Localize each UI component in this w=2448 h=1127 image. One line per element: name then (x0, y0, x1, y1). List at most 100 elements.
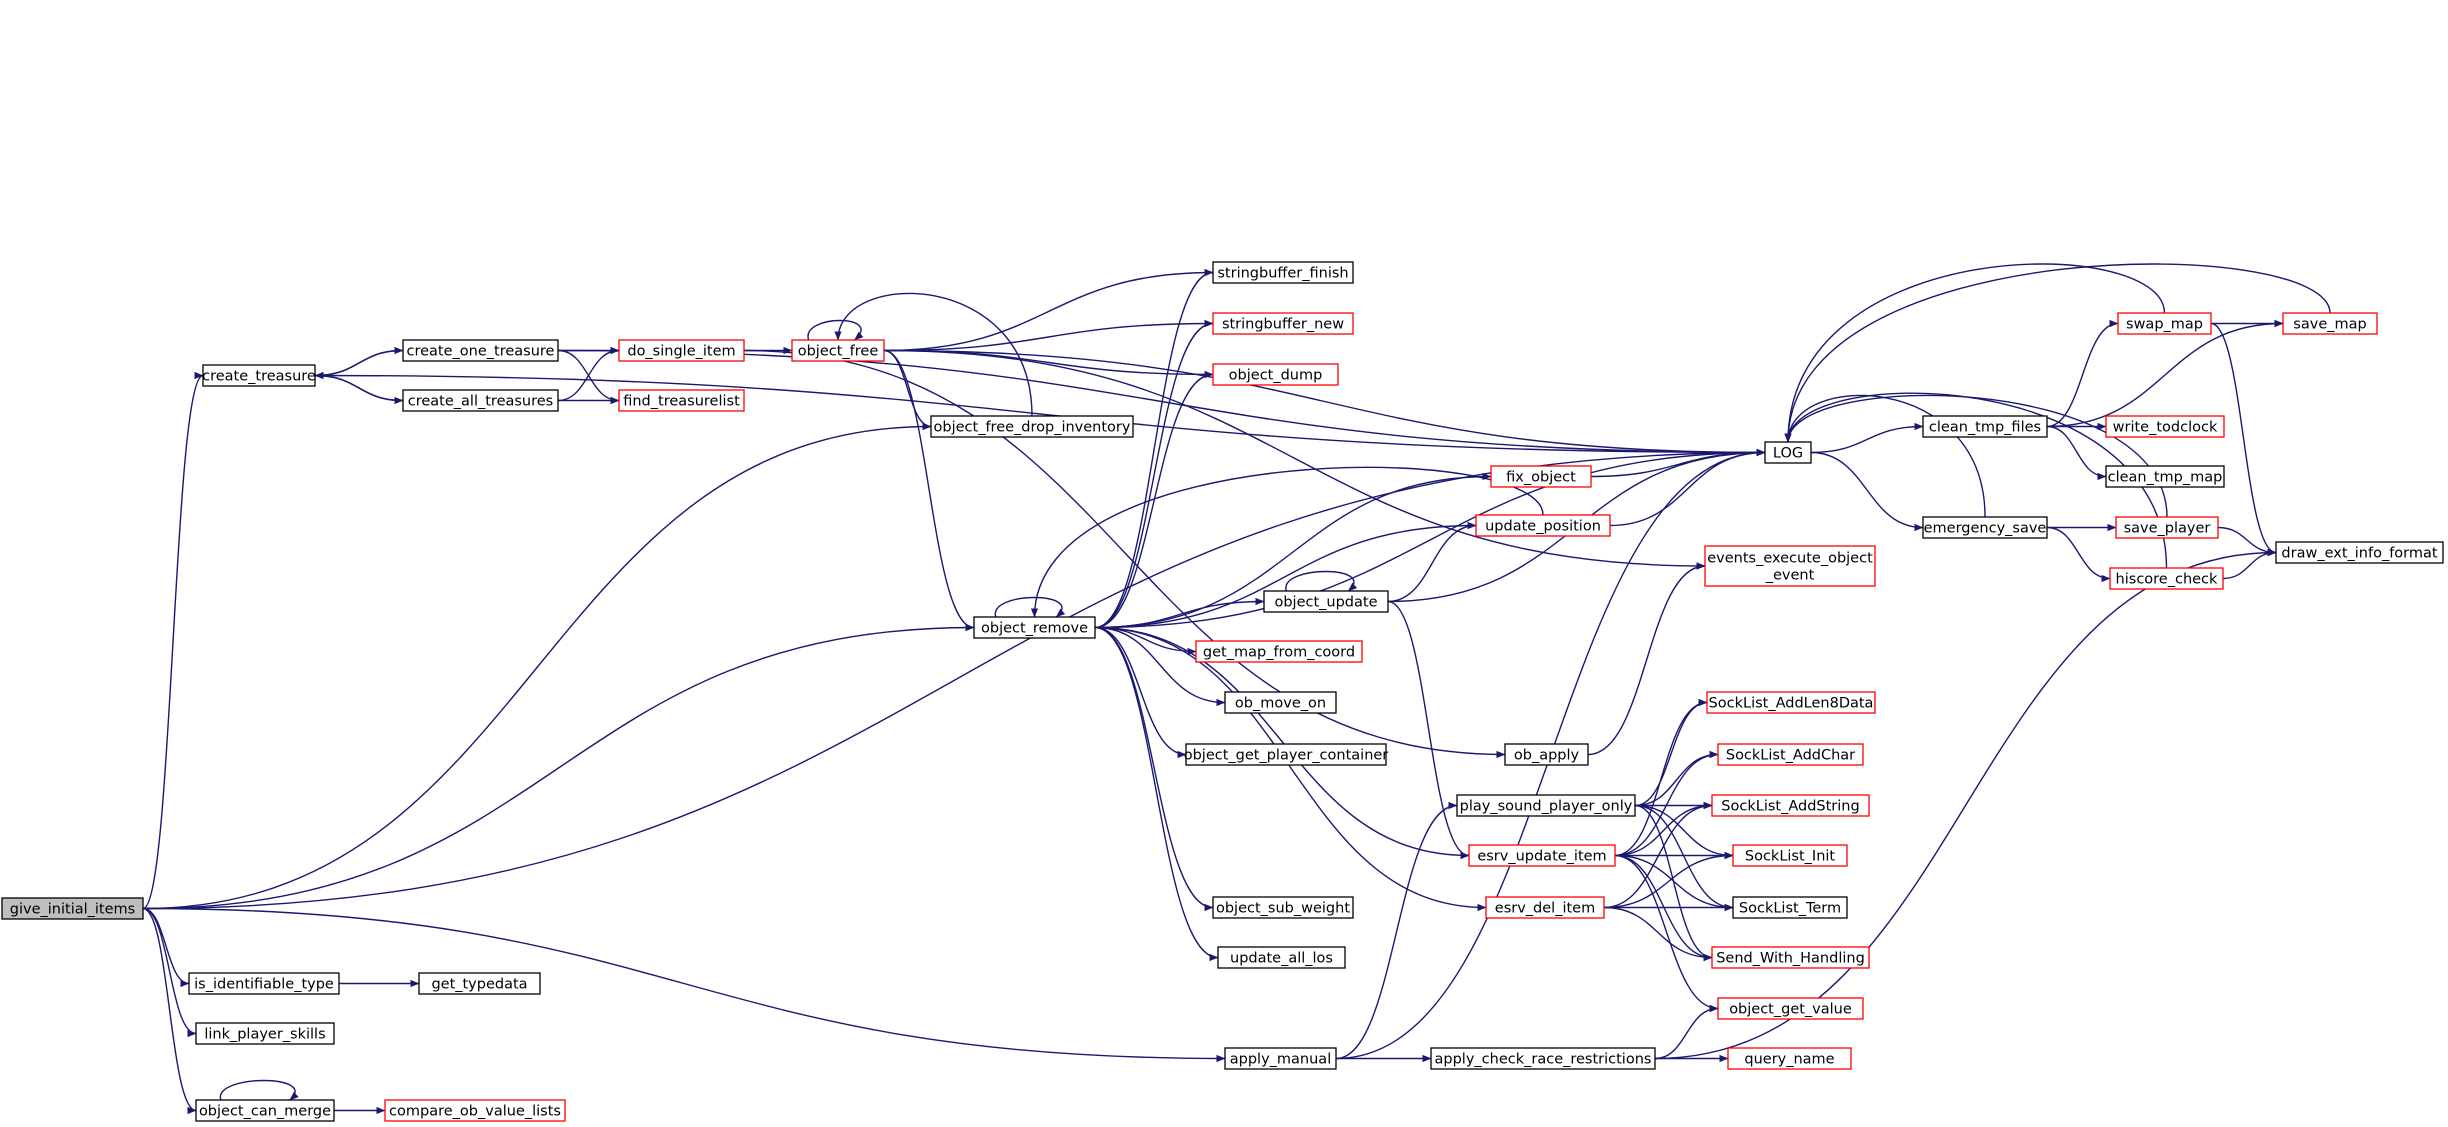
node-box (188, 972, 340, 995)
node-find-treasurelist[interactable]: find_treasurelist (618, 389, 745, 412)
node-box (1212, 896, 1354, 919)
node-stringbuffer-new[interactable]: stringbuffer_new (1212, 312, 1354, 335)
edge-object-remove-to-LOG (1094, 448, 1766, 629)
node-events-execute-object-event[interactable]: events_execute_object_event (1704, 545, 1876, 587)
node-SockList-Term[interactable]: SockList_Term (1732, 896, 1848, 919)
edge-give-initial-items-to-LOG (142, 448, 1766, 910)
node-query-name[interactable]: query_name (1727, 1047, 1852, 1070)
edge-object-free-to-LOG (883, 349, 1766, 457)
node-object-free-drop-inventory[interactable]: object_free_drop_inventory (930, 415, 1134, 438)
node-play-sound-player-only[interactable]: play_sound_player_only (1456, 794, 1636, 817)
node-label: esrv_del_item (1495, 901, 1595, 917)
node-SockList-AddLen8Data[interactable]: SockList_AddLen8Data (1706, 691, 1876, 714)
node-SockList-AddChar[interactable]: SockList_AddChar (1717, 743, 1864, 766)
node-box (1212, 261, 1354, 284)
node-create-all-treasures[interactable]: create_all_treasures (402, 389, 559, 412)
node-box (2105, 465, 2225, 488)
node-clean-tmp-files[interactable]: clean_tmp_files (1922, 415, 2048, 438)
node-write-todclock[interactable]: write_todclock (2105, 415, 2225, 438)
node-box (1224, 691, 1337, 714)
node-box (402, 389, 559, 412)
node-link-player-skills[interactable]: link_player_skills (195, 1022, 335, 1045)
node-compare-ob-value-lists[interactable]: compare_ob_value_lists (384, 1099, 566, 1122)
node-hiscore-check[interactable]: hiscore_check (2109, 567, 2224, 590)
node-box (1212, 312, 1354, 335)
node-box (202, 364, 316, 387)
node-give-initial-items[interactable]: give_initial_items (1, 897, 144, 920)
edge-give-initial-items-to-object-can-merge (142, 907, 197, 1115)
node-stringbuffer-finish[interactable]: stringbuffer_finish (1212, 261, 1354, 284)
node-object-dump[interactable]: object_dump (1212, 363, 1339, 386)
edge-save-player-to-draw-ext-info-format (2217, 526, 2277, 557)
edge-create-all-treasures-to-create-treasure (314, 371, 404, 402)
node-Send-With-Handling[interactable]: Send_With_Handling (1711, 946, 1870, 969)
edge-object-free-to-object-remove (883, 349, 975, 632)
node-apply-check-race-restrictions[interactable]: apply_check_race_restrictions (1430, 1047, 1656, 1070)
node-esrv-update-item[interactable]: esrv_update_item (1468, 844, 1616, 867)
edge-object-remove-to-object-get-player-container (1094, 626, 1187, 759)
node-label: object_get_value (1729, 1002, 1852, 1018)
node-object-update[interactable]: object_update (1263, 590, 1389, 613)
node-object-free[interactable]: object_free (791, 339, 885, 362)
node-label: SockList_AddString (1721, 799, 1859, 815)
node-emergency-save[interactable]: emergency_save (1922, 516, 2048, 539)
edge-esrv-del-item-to-Send-With-Handling (1603, 906, 1713, 962)
node-object-remove[interactable]: object_remove (973, 616, 1096, 639)
node-label: do_single_item (627, 344, 735, 360)
node-label: compare_ob_value_lists (389, 1104, 561, 1120)
node-box (1185, 743, 1387, 766)
node-SockList-AddString[interactable]: SockList_AddString (1711, 794, 1870, 817)
node-draw-ext-info-format[interactable]: draw_ext_info_format (2275, 541, 2444, 564)
node-box (1195, 640, 1363, 663)
node-object-sub-weight[interactable]: object_sub_weight (1212, 896, 1354, 919)
edge-emergency-save-to-LOG (1784, 394, 1986, 518)
node-create-one-treasure[interactable]: create_one_treasure (402, 339, 559, 362)
node-update-position[interactable]: update_position (1475, 514, 1611, 537)
node-object-get-player-container[interactable]: object_get_player_container (1184, 743, 1389, 766)
node-object-can-merge[interactable]: object_can_merge (195, 1099, 335, 1122)
node-create-treasure[interactable]: create_treasure (202, 364, 316, 387)
node-label: _event (1765, 568, 1815, 584)
node-fix-object[interactable]: fix_object (1490, 465, 1592, 488)
edge-create-one-treasure-to-create-treasure (314, 349, 404, 380)
node-swap-map[interactable]: swap_map (2117, 312, 2212, 335)
node-esrv-del-item[interactable]: esrv_del_item (1485, 896, 1605, 919)
node-label: get_map_from_coord (1203, 645, 1355, 661)
node-box (1922, 516, 2048, 539)
node-box (1717, 743, 1864, 766)
node-save-map[interactable]: save_map (2282, 312, 2378, 335)
edge-esrv-update-item-to-SockList-AddString (1614, 801, 1713, 857)
node-get-typedata[interactable]: get_typedata (418, 972, 541, 995)
node-save-player[interactable]: save_player (2115, 516, 2219, 539)
node-label: update_position (1485, 519, 1601, 535)
node-SockList-Init[interactable]: SockList_Init (1732, 844, 1848, 867)
node-box (1468, 844, 1616, 867)
edge-object-update-to-object-update (1285, 570, 1358, 592)
node-label: find_treasurelist (623, 394, 740, 410)
node-label: update_all_los (1230, 951, 1333, 967)
edge-create-all-treasures-to-do-single-item (557, 346, 620, 402)
node-is-identifiable-type[interactable]: is_identifiable_type (188, 972, 340, 995)
edge-swap-map-to-draw-ext-info-format (2210, 322, 2277, 557)
node-clean-tmp-map[interactable]: clean_tmp_map (2105, 465, 2225, 488)
node-label: ob_apply (1514, 748, 1580, 764)
node-ob-move-on[interactable]: ob_move_on (1224, 691, 1337, 714)
edge-object-remove-to-fix-object (1094, 472, 1492, 629)
node-box (195, 1099, 335, 1122)
node-label: save_player (2124, 521, 2211, 537)
node-LOG[interactable]: LOG (1764, 441, 1812, 464)
node-get-map-from-coord[interactable]: get_map_from_coord (1195, 640, 1363, 663)
node-box (2109, 567, 2224, 590)
node-ob-apply[interactable]: ob_apply (1504, 743, 1589, 766)
node-box (2115, 516, 2219, 539)
edge-esrv-update-item-to-SockList-AddLen8Data (1614, 698, 1708, 857)
node-apply-manual[interactable]: apply_manual (1224, 1047, 1337, 1070)
node-label: object_remove (981, 621, 1088, 637)
edge-object-remove-to-ob-move-on (1094, 626, 1226, 707)
edge-esrv-update-item-to-SockList-AddChar (1614, 750, 1719, 857)
node-update-all-los[interactable]: update_all_los (1217, 946, 1346, 969)
node-label: object_update (1274, 595, 1377, 611)
node-do-single-item[interactable]: do_single_item (618, 339, 745, 362)
node-object-get-value[interactable]: object_get_value (1717, 997, 1864, 1020)
